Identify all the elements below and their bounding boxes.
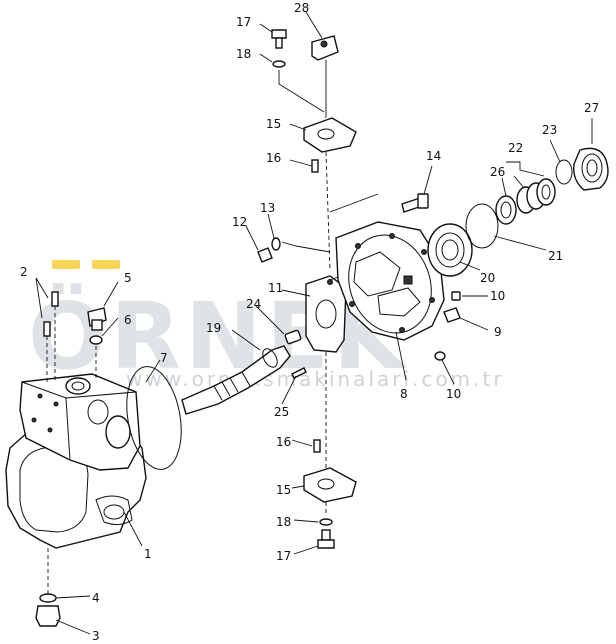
cap-part-27: [573, 147, 609, 191]
callout-16-bottom: 16: [276, 435, 291, 449]
watermark-url: www.orneksmakinalari.com.tr: [126, 367, 505, 391]
pin-part-16-bottom: [313, 439, 321, 453]
plug-part-2a: [51, 291, 59, 307]
pump-housing-assembly: [5, 291, 182, 627]
callout-1: 1: [144, 547, 152, 561]
callout-13: 13: [260, 201, 275, 215]
block-part-28: [311, 35, 339, 61]
cradle-part-11: [305, 275, 347, 353]
callout-19: 19: [206, 321, 221, 335]
callout-23: 23: [542, 123, 557, 137]
plug-part-10a: [451, 291, 461, 301]
pin-part-16-top: [311, 159, 319, 173]
plug-part-9: [443, 307, 461, 323]
o-ring-part-7: [126, 366, 182, 470]
callout-15-top: 15: [266, 117, 281, 131]
callout-21: 21: [548, 249, 563, 263]
leader-lines: [35, 11, 593, 635]
port-circle: [65, 377, 91, 395]
plug-part-3: [35, 605, 61, 627]
plug-body-5: [91, 319, 103, 331]
bolt-head-14: [417, 193, 429, 209]
callout-labels: 2 5 6 7 1 4 3 19 24 25 11 12 13 16 15 18…: [20, 1, 599, 643]
callout-14: 14: [426, 149, 441, 163]
callout-16-top: 16: [266, 151, 281, 165]
callout-22: 22: [508, 141, 523, 155]
o-ring-part-13: [271, 237, 281, 251]
cover-block: [19, 373, 141, 471]
callout-10-bottom: 10: [446, 387, 461, 401]
callout-12: 12: [232, 215, 247, 229]
callout-18-top: 18: [236, 47, 251, 61]
bolt-part-17-bottom: [317, 539, 335, 549]
callout-6: 6: [124, 313, 132, 327]
washer-part-18-top: [272, 60, 286, 68]
callout-26: 26: [490, 165, 505, 179]
washer-part-18-bottom: [319, 518, 333, 526]
watermark-dot-right: [92, 260, 120, 269]
callout-15-bottom: 15: [276, 483, 291, 497]
o-ring-part-4: [39, 593, 57, 603]
callout-5: 5: [124, 271, 132, 285]
callout-9: 9: [494, 325, 502, 339]
snap-ring-part-21: [465, 203, 499, 249]
o-ring-part-6: [89, 335, 103, 345]
callout-24: 24: [246, 297, 261, 311]
callout-10-right: 10: [490, 289, 505, 303]
bearing-part-20: [427, 223, 473, 277]
fitting-part-12: [257, 247, 273, 263]
spacer-part-26: [495, 195, 517, 225]
swash-housing-assembly: [329, 147, 609, 361]
seal-part-22c: [536, 178, 556, 206]
callout-28: 28: [294, 1, 309, 15]
plate-part-15-top: [303, 117, 357, 153]
callout-20: 20: [480, 271, 495, 285]
snap-ring-part-23: [555, 159, 573, 185]
key-part-25: [291, 367, 307, 379]
center-column: [257, 29, 357, 549]
callout-4: 4: [92, 591, 100, 605]
plug-part-10b: [434, 351, 446, 361]
plug-part-2b: [43, 321, 51, 337]
bolt-part-17-top: [271, 29, 287, 39]
callout-7: 7: [160, 351, 168, 365]
callout-17-top: 17: [236, 15, 251, 29]
callout-18-bottom: 18: [276, 515, 291, 529]
shaft-part-19: [181, 345, 291, 415]
plate-part-15-bottom: [303, 467, 357, 503]
bolt-shank-17-bottom: [321, 529, 331, 541]
side-port: [105, 415, 131, 449]
callout-17-bottom: 17: [276, 549, 291, 563]
callout-2: 2: [20, 265, 28, 279]
callout-27: 27: [584, 101, 599, 115]
watermark-dot-left: [52, 260, 80, 269]
bolt-shank-17-top: [275, 37, 283, 49]
shaft-assembly: [181, 329, 307, 415]
callout-3: 3: [92, 629, 100, 643]
callout-25: 25: [274, 405, 289, 419]
callout-8: 8: [400, 387, 408, 401]
pin-part-24: [284, 329, 302, 345]
callout-11: 11: [268, 281, 283, 295]
